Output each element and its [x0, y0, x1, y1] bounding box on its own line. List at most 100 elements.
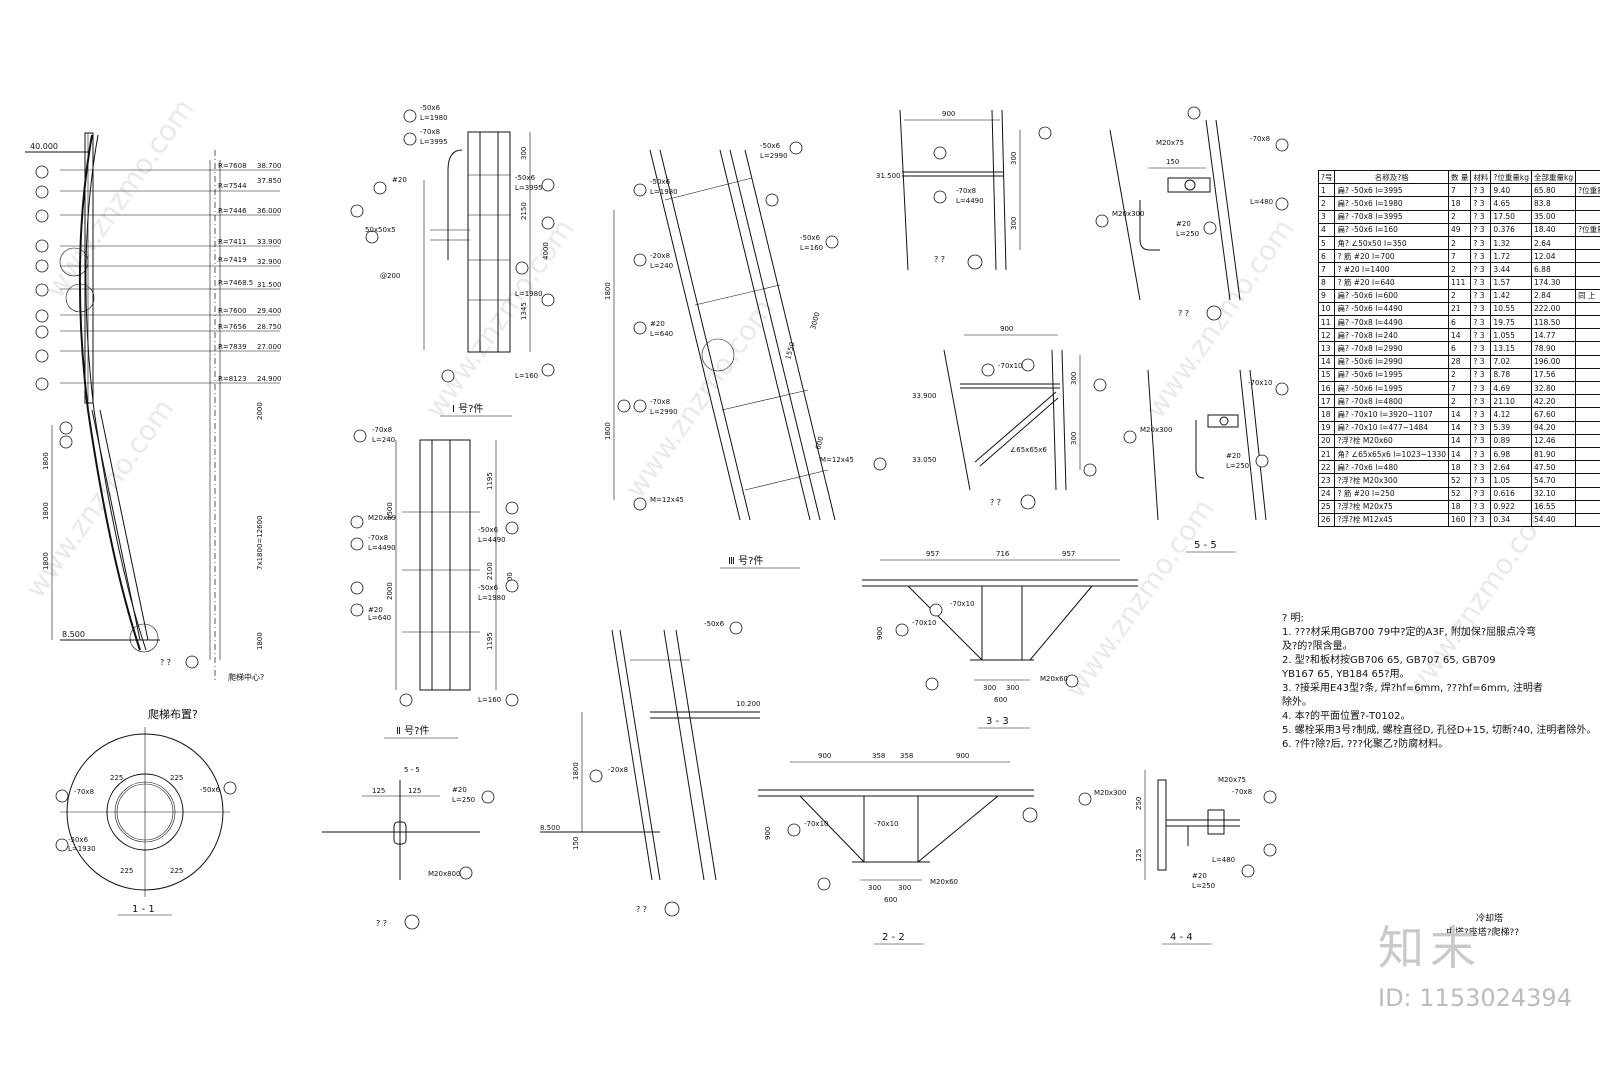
table-cell: 7: [1448, 249, 1472, 264]
table-cell: 扁? -70x8 l=2990: [1334, 341, 1450, 356]
table-cell: ? 3: [1470, 354, 1492, 369]
table-header: ? 注: [1575, 169, 1600, 185]
svg-text:M20x75: M20x75: [1218, 776, 1246, 784]
svg-text:-50x6: -50x6: [515, 174, 536, 182]
svg-text:M20x69: M20x69: [368, 514, 396, 522]
table-cell: [1575, 249, 1600, 264]
design-notes: ? 明: 1. ???材采用GB700 79中?定的A3F, 附加保?屈服点冷弯…: [1282, 612, 1596, 752]
svg-text:33.050: 33.050: [912, 456, 937, 464]
table-cell: [1575, 486, 1600, 501]
table-cell: [1575, 354, 1600, 369]
svg-text:2100: 2100: [486, 562, 494, 580]
svg-text:L=250: L=250: [1226, 462, 1249, 470]
table-header: ?位重量kg: [1490, 169, 1533, 185]
table-cell: 23: [1317, 473, 1336, 488]
table-cell: [1575, 315, 1600, 330]
svg-text:900: 900: [876, 627, 884, 640]
detail-A-view: 10.200 8.500 1800 150 -20x8 -50x6 ? ?: [540, 620, 761, 917]
table-cell: [1575, 380, 1600, 396]
table-cell: 16.55: [1531, 499, 1577, 514]
table-cell: 15: [1317, 367, 1336, 383]
table-cell: 0.34: [1490, 512, 1533, 528]
table-cell: 7: [1448, 183, 1472, 198]
svg-text:www.znzmo.com: www.znzmo.com: [39, 93, 201, 304]
svg-text:150: 150: [1166, 158, 1179, 166]
table-cell: [1575, 420, 1600, 435]
svg-text:-70x8: -70x8: [74, 788, 94, 796]
svg-text:28.750: 28.750: [257, 323, 282, 331]
table-cell: 52: [1448, 486, 1472, 501]
table-cell: 18: [1317, 407, 1336, 422]
svg-text:R=7419: R=7419: [218, 256, 247, 264]
table-cell: 6: [1448, 341, 1472, 356]
svg-text:300: 300: [898, 884, 911, 892]
svg-text:1345: 1345: [520, 302, 528, 320]
table-cell: 2: [1448, 367, 1472, 383]
svg-text:@200: @200: [380, 272, 400, 280]
table-cell: ? 3: [1470, 262, 1492, 277]
table-cell: ?位重量是按平均?度?算: [1575, 222, 1600, 237]
svg-text:38.700: 38.700: [257, 162, 282, 170]
table-cell: 32.80: [1531, 380, 1577, 396]
svg-text:2 - 2: 2 - 2: [882, 932, 905, 943]
table-cell: 扁? -50x6 l=3995: [1334, 183, 1450, 198]
table-cell: 19.75: [1490, 315, 1533, 330]
svg-text:31.500: 31.500: [257, 281, 282, 289]
svg-text:#20: #20: [368, 606, 383, 614]
table-cell: 11: [1317, 315, 1336, 330]
svg-text:37.850: 37.850: [257, 177, 282, 185]
svg-text:900: 900: [1000, 325, 1013, 333]
table-cell: 1.05: [1490, 473, 1533, 488]
table-cell: 111: [1448, 275, 1472, 290]
material-table: ?号 名称及?格 数 量 材料 ?位重量kg 全部重量kg ? 注 1扁? -5…: [1317, 169, 1600, 528]
layout-title: 爬梯布置?: [148, 708, 198, 721]
svg-text:3 - 3: 3 - 3: [986, 716, 1009, 727]
svg-text:4000: 4000: [542, 242, 550, 260]
detail-D-view: 125 125 5 - 5 #20 L=250 M20x800 ? ?: [322, 766, 495, 930]
table-cell: ? 3: [1470, 288, 1492, 303]
table-cell: 16: [1317, 380, 1336, 396]
svg-text:1195: 1195: [486, 472, 494, 490]
svg-text:8.500: 8.500: [540, 824, 560, 832]
table-cell: 9: [1317, 288, 1336, 303]
table-cell: ? 3: [1470, 446, 1492, 462]
table-cell: 扁? -50x6 l=600: [1334, 288, 1450, 303]
svg-text:-70x10: -70x10: [912, 619, 936, 627]
svg-text:-50x6: -50x6: [478, 584, 499, 592]
table-cell: ? 3: [1470, 249, 1492, 264]
svg-text:900: 900: [942, 110, 955, 118]
svg-text:L=1980: L=1980: [478, 594, 506, 602]
svg-text:300: 300: [1006, 684, 1019, 692]
section-1-1: 225 225 225 225 -50x6 -70x8 -50x6 L=1930…: [55, 727, 237, 916]
table-cell: 扁? -70x8 l=3995: [1334, 209, 1450, 224]
table-cell: 14: [1448, 420, 1472, 435]
table-cell: 22: [1317, 460, 1336, 475]
radius-labels: R=7608 R=7544 R=7446 R=7411 R=7419 R=746…: [218, 162, 253, 383]
svg-text:1800: 1800: [42, 552, 50, 570]
svg-text:225: 225: [110, 774, 123, 782]
svg-text:-50x6: -50x6: [478, 526, 499, 534]
svg-text:8.500: 8.500: [62, 630, 85, 639]
table-cell: 6: [1317, 249, 1336, 264]
svg-text:32.900: 32.900: [257, 258, 282, 266]
table-cell: ? #20 l=1400: [1334, 262, 1450, 277]
svg-text:L=4490: L=4490: [368, 544, 396, 552]
table-cell: [1575, 460, 1600, 475]
svg-text:1800: 1800: [42, 502, 50, 520]
table-cell: ? 筋 #20 l=640: [1334, 275, 1450, 290]
table-cell: ? 3: [1470, 460, 1492, 475]
svg-text:? ?: ? ?: [934, 255, 945, 264]
svg-text:300: 300: [1010, 152, 1018, 165]
table-cell: 35.00: [1531, 209, 1577, 224]
svg-text:L=160: L=160: [515, 372, 538, 380]
svg-text:-70x8: -70x8: [372, 426, 392, 434]
part-bubbles-left: [35, 165, 73, 449]
svg-text:-70x8: -70x8: [650, 398, 670, 406]
svg-text:5 - 5: 5 - 5: [1194, 540, 1217, 551]
table-cell: 扁? -70x10 l=477~1484: [1334, 420, 1450, 435]
